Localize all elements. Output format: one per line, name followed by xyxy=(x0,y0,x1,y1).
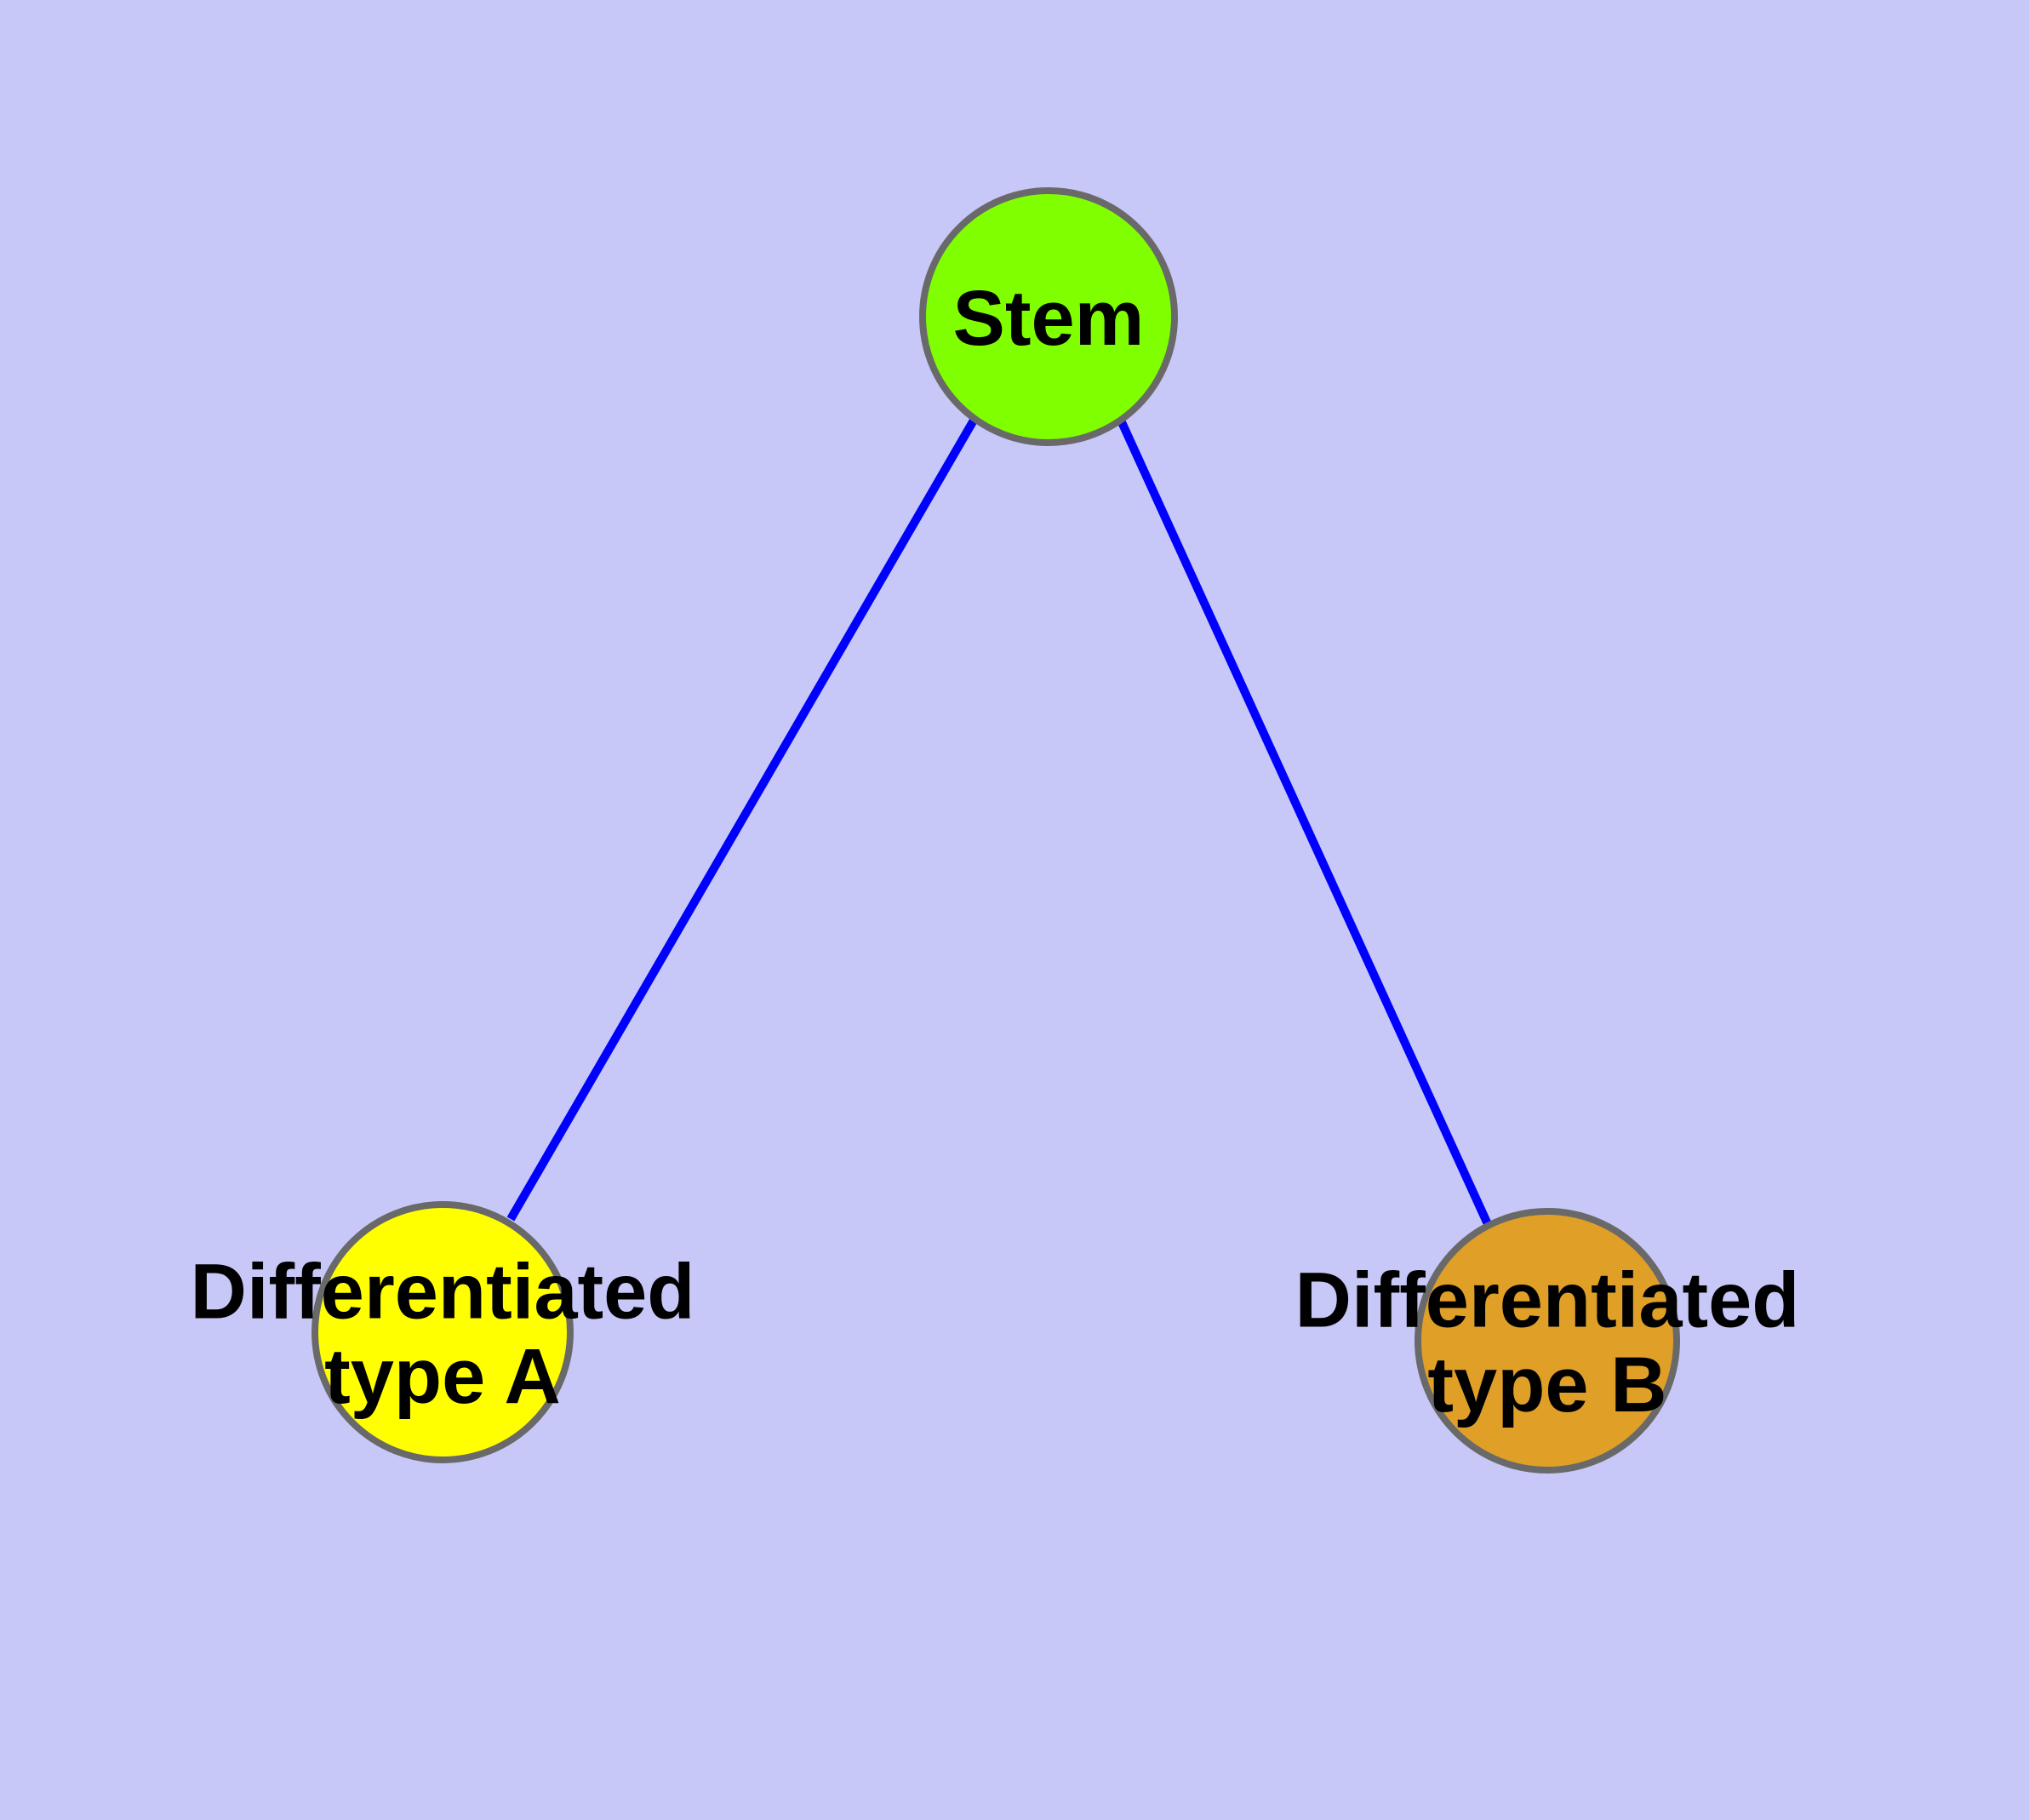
node-label-line: type A xyxy=(324,1333,561,1420)
node-label-line: type B xyxy=(1427,1342,1666,1428)
node-diff_b[interactable] xyxy=(1415,1208,1680,1474)
node-label-line: Differentiated xyxy=(1295,1256,1800,1343)
edge-stem-to-diff-b[interactable] xyxy=(1117,420,1492,1227)
node-label-line: Differentiated xyxy=(191,1248,695,1335)
edge-stem-to-diff-a[interactable] xyxy=(506,416,979,1222)
edges-layer xyxy=(506,416,1492,1227)
node-stem[interactable] xyxy=(919,187,1178,446)
node-diff_a[interactable] xyxy=(311,1201,574,1463)
node-label-stem: Stem xyxy=(953,275,1145,362)
nodes-layer xyxy=(311,187,1680,1474)
node-label-line: Stem xyxy=(953,275,1145,362)
